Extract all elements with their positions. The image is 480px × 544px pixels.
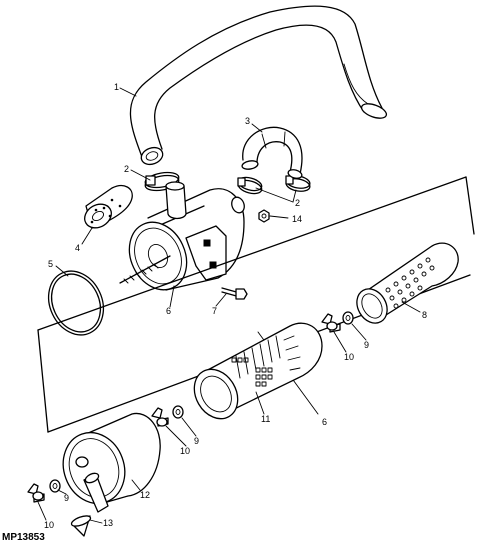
callout-2b: 2: [295, 198, 300, 208]
callout-3: 3: [245, 116, 250, 126]
leader-lines: [37, 87, 421, 524]
wing-nut-middle-part-10: [151, 407, 169, 427]
callout-10-lower: 10: [44, 520, 54, 530]
callout-8: 8: [422, 310, 427, 320]
hose-clamp-right-a: [237, 176, 263, 195]
washer-upper-part-9: [342, 311, 354, 325]
foam-ring-part-4: [84, 184, 133, 229]
callout-10-middle: 10: [180, 446, 190, 456]
hose-clamp-upper: [144, 171, 180, 192]
o-ring-part-5: [47, 270, 105, 336]
callout-9-middle: 9: [194, 436, 199, 446]
callout-6-assembly: 6: [322, 417, 327, 427]
callout-14: 14: [292, 214, 302, 224]
cleaner-housing-upper: [119, 181, 245, 291]
safety-element-part-8: [356, 242, 459, 324]
dust-valve-part-13: [70, 515, 92, 537]
intake-hose-part-1: [129, 5, 388, 166]
callout-12: 12: [140, 490, 150, 500]
callout-4: 4: [75, 243, 80, 253]
nut-part-14: [258, 209, 270, 223]
washer-lower-part-9: [49, 479, 61, 493]
callout-7: 7: [212, 306, 217, 316]
callout-9-lower: 9: [64, 493, 69, 503]
callout-13: 13: [103, 518, 113, 528]
bolt-part-7: [221, 287, 248, 300]
callout-11: 11: [261, 414, 270, 424]
callout-5: 5: [48, 259, 53, 269]
washer-middle-part-9: [172, 405, 184, 419]
wing-nut-lower-part-10: [27, 483, 45, 503]
callout-6-housing: 6: [166, 306, 171, 316]
callout-9-upper: 9: [364, 340, 369, 350]
callout-1: 1: [114, 82, 119, 92]
callout-10-upper: 10: [344, 352, 354, 362]
primary-element-part-11: [193, 322, 323, 420]
outer-cover-part-12: [62, 412, 161, 513]
wing-nut-upper-part-10: [321, 313, 341, 333]
callout-2a: 2: [124, 164, 129, 174]
rubber-elbow-part-3: [241, 126, 303, 179]
figure-code: MP13853: [2, 532, 45, 543]
